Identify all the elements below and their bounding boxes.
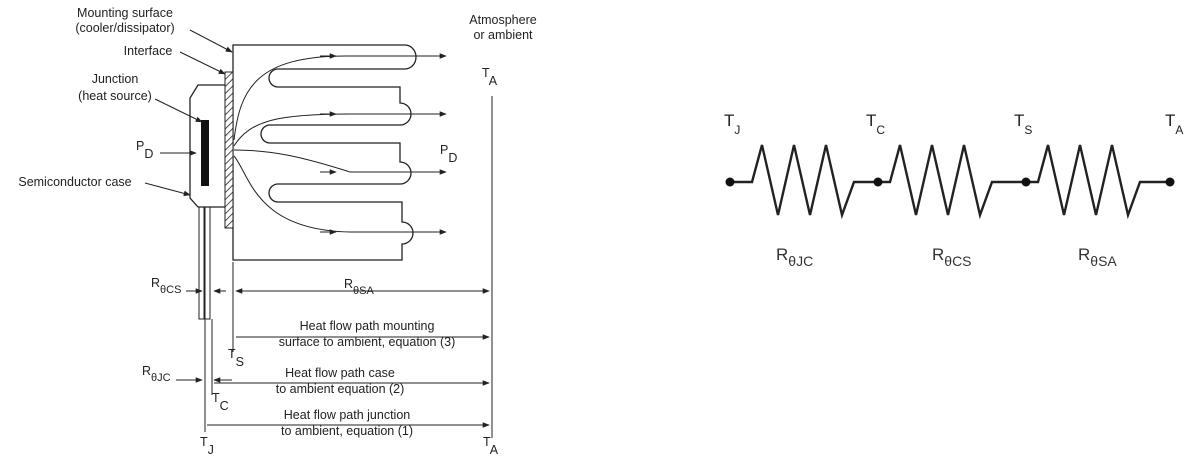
interface-leader (179, 51, 226, 75)
interface-label: Interface (124, 44, 173, 58)
case-lead-inner (203, 206, 211, 320)
node-tc (873, 177, 883, 187)
ts-label: TS (228, 347, 244, 369)
case-leader (144, 182, 191, 197)
rcs-label: RθCS (151, 276, 181, 296)
resistor-label-rcs: RθCS (932, 245, 972, 269)
path3-label: Heat flow path mounting (300, 319, 435, 333)
path1-label: Heat flow path junction (284, 408, 411, 422)
resistor-chain (730, 144, 1170, 220)
node-ta (1165, 177, 1175, 187)
junction-sublabel: (heat source) (78, 89, 152, 103)
ta-bottom-label: TA (483, 435, 499, 457)
node-label-ta: TA (1165, 111, 1183, 137)
path3-sublabel: surface to ambient, equation (3) (279, 335, 456, 349)
interface-layer (224, 71, 234, 229)
path2-label: Heat flow path case (285, 366, 395, 380)
node-label-tc: TC (866, 111, 885, 137)
atmosphere-label: Atmosphere (469, 13, 536, 27)
resistor-label-rsa: RθSA (1078, 245, 1117, 269)
mounting-surface-leader (189, 29, 233, 53)
pd-right-label: PD (440, 143, 457, 165)
pd-left-label: PD (136, 139, 153, 161)
node-label-tj: TJ (724, 111, 740, 137)
tj-label: TJ (200, 435, 214, 457)
semiconductor-case-label: Semiconductor case (18, 175, 131, 189)
node-label-ts: TS (1014, 111, 1032, 137)
ta-top-label: TA (482, 66, 498, 88)
node-tj (725, 177, 735, 187)
tc-label: TC (212, 391, 229, 413)
heatsink-body (232, 44, 417, 261)
junction-label: Junction (92, 72, 139, 86)
case-lead-outer (198, 206, 206, 320)
heat-flow-arrows (320, 53, 447, 235)
rsa-label: RθSA (344, 277, 374, 297)
rjc-label: RθJC (142, 364, 171, 384)
mounting-surface-label: Mounting surface (77, 6, 173, 20)
junction-heat-source (201, 120, 209, 186)
resistor-label-rjc: RθJC (776, 245, 813, 269)
mounting-surface-sublabel: (cooler/dissipator) (75, 21, 174, 35)
junction-leader (154, 98, 203, 123)
heat-flow-streamlines (233, 55, 351, 233)
ambient-label: or ambient (473, 28, 533, 42)
path2-sublabel: to ambient equation (2) (276, 382, 405, 396)
path1-sublabel: to ambient, equation (1) (281, 424, 413, 438)
equivalent-circuit: TJ TC TS TA RθJC RθCS RθSA (724, 111, 1183, 269)
cross-section-diagram: Mounting surface (cooler/dissipator) Int… (18, 6, 536, 457)
node-ts (1021, 177, 1031, 187)
